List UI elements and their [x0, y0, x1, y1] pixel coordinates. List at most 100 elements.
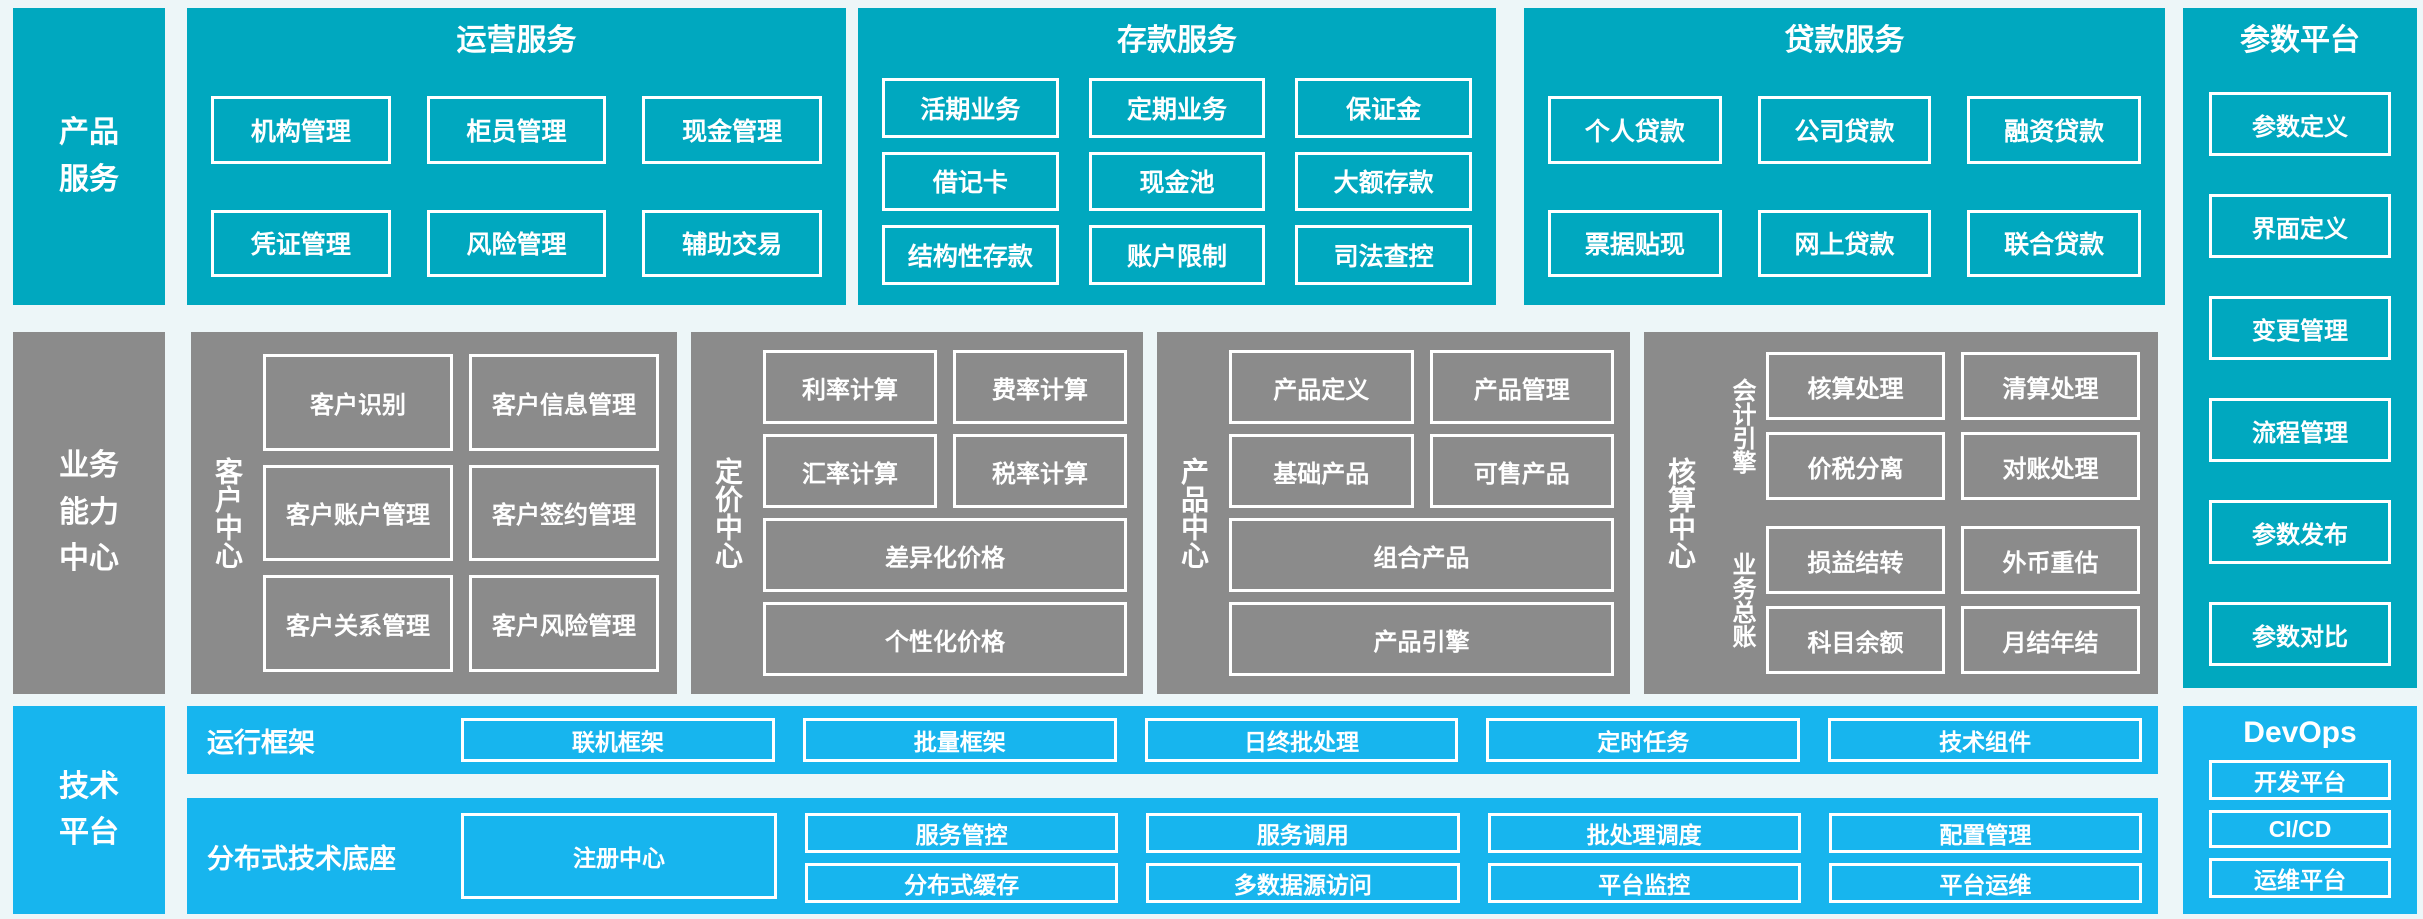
item-box: 公司贷款 — [1757, 96, 1932, 164]
item-box: 结构性存款 — [882, 225, 1059, 285]
item-box: 日终批处理 — [1144, 718, 1459, 762]
section-grid: 利率计算 费率计算 汇率计算 税率计算 差异化价格 个性化价格 — [763, 332, 1143, 694]
item-box: 平台运维 — [1828, 863, 2142, 903]
subgroup-grid: 核算处理 清算处理 价税分离 对账处理 — [1766, 352, 2140, 500]
section-grid: 客户识别 客户信息管理 客户账户管理 客户签约管理 客户关系管理 客户风险管理 — [263, 332, 677, 694]
band-distributed-tech-base: 分布式技术底座 注册中心 服务管控 服务调用 批处理调度 配置管理 分布式缓存 … — [187, 798, 2158, 914]
item-box: 费率计算 — [953, 350, 1127, 424]
section-operations-services: 运营服务 机构管理 柜员管理 现金管理 凭证管理 风险管理 辅助交易 — [187, 8, 846, 305]
item-box: 基础产品 — [1229, 434, 1414, 508]
item-box: 产品定义 — [1229, 350, 1414, 424]
item-box: 利率计算 — [763, 350, 937, 424]
item-box: 批量框架 — [802, 718, 1117, 762]
row-label-technology-platform: 技术 平台 — [13, 706, 165, 914]
item-box: 机构管理 — [211, 96, 391, 164]
section-loan-services: 贷款服务 个人贷款 公司贷款 融资贷款 票据贴现 网上贷款 联合贷款 — [1524, 8, 2165, 305]
accounting-engine-group: 会计引擎 核算处理 清算处理 价税分离 对账处理 — [1716, 352, 2140, 500]
band-runtime-framework: 运行框架 联机框架 批量框架 日终批处理 定时任务 技术组件 — [187, 706, 2158, 774]
section-grid: 活期业务 定期业务 保证金 借记卡 现金池 大额存款 结构性存款 账户限制 司法… — [858, 66, 1496, 305]
item-box: 客户关系管理 — [263, 575, 453, 672]
item-box: 流程管理 — [2209, 398, 2391, 462]
item-box: 产品引擎 — [1229, 602, 1614, 676]
subgroup-grid: 损益结转 外币重估 科目余额 月结年结 — [1766, 526, 2140, 674]
section-product-center: 产品中心 产品定义 产品管理 基础产品 可售产品 组合产品 产品引擎 — [1157, 332, 1630, 694]
band-label: 运行框架 — [207, 727, 315, 758]
section-pricing-center: 定价中心 利率计算 费率计算 汇率计算 税率计算 差异化价格 个性化价格 — [691, 332, 1143, 694]
item-box: 网上贷款 — [1757, 209, 1932, 277]
accounting-groups: 会计引擎 核算处理 清算处理 价税分离 对账处理 业务总账 损益结转 外币重估 … — [1716, 332, 2158, 694]
section-parameter-platform: 参数平台 参数定义 界面定义 变更管理 流程管理 参数发布 参数对比 — [2183, 8, 2417, 688]
registry-center-wrap: 注册中心 — [461, 798, 777, 914]
item-box: 参数发布 — [2209, 500, 2391, 564]
item-box: 联机框架 — [461, 718, 775, 762]
item-box: 风险管理 — [426, 209, 607, 277]
item-box: 活期业务 — [882, 78, 1059, 138]
item-box: 外币重估 — [1961, 526, 2140, 594]
item-box: 票据贴现 — [1548, 209, 1722, 277]
section-customer-center: 客户中心 客户识别 客户信息管理 客户账户管理 客户签约管理 客户关系管理 客户… — [191, 332, 677, 694]
item-box: 定时任务 — [1486, 718, 1801, 762]
item-box: 参数对比 — [2209, 602, 2391, 666]
item-box: 个性化价格 — [763, 602, 1127, 676]
item-box: 辅助交易 — [642, 209, 822, 277]
section-grid: 机构管理 柜员管理 现金管理 凭证管理 风险管理 辅助交易 — [187, 66, 846, 305]
item-box: 技术组件 — [1828, 718, 2142, 762]
band-label: 分布式技术底座 — [207, 843, 396, 874]
subgroup-vertical-label: 会计引擎 — [1728, 378, 1755, 474]
section-vertical-label: 核算中心 — [1665, 457, 1696, 569]
item-box: 服务管控 — [805, 813, 1119, 853]
item-box: 客户识别 — [263, 354, 453, 451]
item-box: 批处理调度 — [1487, 813, 1801, 853]
item-box: 司法查控 — [1295, 225, 1472, 285]
section-vertical-label: 定价中心 — [712, 457, 743, 569]
section-title: DevOps — [2243, 716, 2357, 749]
business-ledger-group: 业务总账 损益结转 外币重估 科目余额 月结年结 — [1716, 526, 2140, 674]
item-box: 组合产品 — [1229, 518, 1614, 592]
item-box: 客户签约管理 — [469, 464, 659, 562]
item-box: 分布式缓存 — [805, 863, 1119, 903]
item-box: 凭证管理 — [211, 209, 391, 277]
item-box: 汇率计算 — [763, 434, 937, 508]
item-box: 差异化价格 — [763, 518, 1127, 592]
item-box: 融资贷款 — [1967, 96, 2141, 164]
section-title: 参数平台 — [2240, 24, 2360, 57]
section-accounting-center: 核算中心 会计引擎 核算处理 清算处理 价税分离 对账处理 业务总账 损益结转 … — [1644, 332, 2158, 694]
item-box: 清算处理 — [1961, 352, 2140, 420]
item-box: CI/CD — [2209, 810, 2391, 848]
section-list: 开发平台 CI/CD 运维平台 — [2183, 760, 2417, 914]
item-box: 税率计算 — [953, 434, 1127, 508]
subgroup-vertical-label: 业务总账 — [1728, 552, 1755, 648]
item-box: 现金管理 — [642, 96, 822, 164]
item-box: 界面定义 — [2209, 194, 2391, 258]
item-box: 多数据源访问 — [1146, 863, 1460, 903]
item-box: 月结年结 — [1961, 606, 2140, 674]
section-title: 存款服务 — [1117, 24, 1237, 57]
item-box: 产品管理 — [1429, 350, 1614, 424]
section-title: 贷款服务 — [1784, 24, 1905, 57]
item-box: 科目余额 — [1766, 606, 1945, 674]
band-boxes: 联机框架 批量框架 日终批处理 定时任务 技术组件 — [461, 706, 2158, 774]
section-vertical-label: 产品中心 — [1178, 457, 1209, 569]
row-label-product-services: 产品 服务 — [13, 8, 165, 305]
band-grid: 服务管控 服务调用 批处理调度 配置管理 分布式缓存 多数据源访问 平台监控 平… — [777, 798, 2158, 914]
row-label-business-capability-center: 业务 能力 中心 — [13, 332, 165, 694]
section-list: 参数定义 界面定义 变更管理 流程管理 参数发布 参数对比 — [2183, 66, 2417, 690]
item-box: 客户信息管理 — [469, 354, 659, 451]
item-box: 个人贷款 — [1548, 96, 1722, 164]
item-box: 客户风险管理 — [469, 575, 659, 672]
item-box: 变更管理 — [2209, 296, 2391, 360]
item-box: 价税分离 — [1766, 432, 1945, 500]
section-grid: 产品定义 产品管理 基础产品 可售产品 组合产品 产品引擎 — [1229, 332, 1630, 694]
item-box: 现金池 — [1088, 151, 1266, 212]
item-box: 损益结转 — [1766, 526, 1945, 594]
section-vertical-label: 客户中心 — [212, 457, 243, 569]
item-box: 服务调用 — [1146, 813, 1460, 853]
item-box: 定期业务 — [1088, 78, 1266, 138]
section-devops: DevOps 开发平台 CI/CD 运维平台 — [2183, 706, 2417, 914]
item-box: 运维平台 — [2209, 858, 2391, 898]
section-title: 运营服务 — [456, 24, 577, 57]
item-box: 核算处理 — [1766, 352, 1945, 420]
item-box: 注册中心 — [461, 813, 777, 899]
item-box: 开发平台 — [2209, 760, 2391, 800]
item-box: 大额存款 — [1295, 151, 1472, 212]
